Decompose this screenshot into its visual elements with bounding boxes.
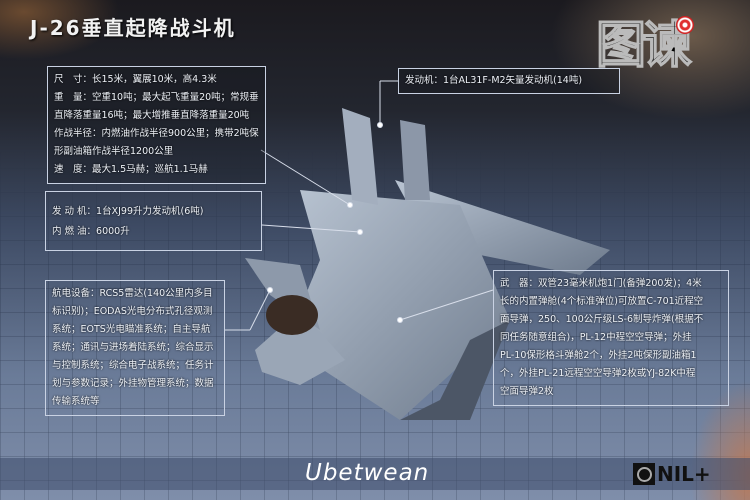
weapons-line: 武 器：双管23毫米机炮1门(备弹200发)；4米 <box>500 278 702 289</box>
avionics-line: 系统；通讯与进场着陆系统；综合显示 <box>52 342 214 353</box>
avionics-line: 航电设备：RCS5雷达(140公里内多目 <box>52 288 213 299</box>
specs-box: 尺 寸：长15米，翼展10米，高4.3米 重 量：空重10吨；最大起飞重量20吨… <box>47 66 266 184</box>
background-glow <box>0 0 120 60</box>
weapons-line: 个，外挂PL-21远程空空导弹2枚或YJ-82K中程 <box>500 368 696 379</box>
avionics-line: 划与参数记录；外挂物管理系统；数据 <box>52 378 214 389</box>
connector-lines <box>225 80 494 331</box>
weapons-line: 空面导弹2枚 <box>500 386 554 397</box>
spec-line: 速 度：最大1.5马赫；巡航1.1马赫 <box>54 164 208 175</box>
lift-engine-line: 发 动 机：1台XJ99升力发动机(6吨) <box>52 206 204 217</box>
weapons-line: 面导弹，250、100公斤级LS-6制导炸弹(根据不 <box>500 314 704 325</box>
avionics-line: 传输系统等 <box>52 396 100 407</box>
spec-line: 形副油箱作战半径1200公里 <box>54 146 174 157</box>
avionics-line: 与控制系统；综合电子战系统；任务计 <box>52 360 214 371</box>
corner-logo: NIL+ <box>633 462 711 486</box>
avionics-line: 系统；EOTS光电瞄准系统；自主导航 <box>52 324 211 335</box>
target-icon <box>676 16 694 34</box>
avionics-line: 标识别)；EODAS光电分布式孔径观测 <box>52 306 213 317</box>
footer-bar <box>0 458 750 490</box>
spec-line: 直降落重量16吨；最大增推垂直降落重量20吨 <box>54 110 250 121</box>
background-glow <box>550 0 750 120</box>
fuel-line: 内 燃 油：6000升 <box>52 226 130 237</box>
circle-icon <box>633 463 655 485</box>
spec-line: 重 量：空重10吨；最大起飞重量20吨；常规垂 <box>54 92 259 103</box>
main-engine-box: 发动机：1台AL31F-M2矢量发动机(14吨) <box>398 68 620 94</box>
weapons-box: 武 器：双管23毫米机炮1门(备弹200发)；4米 长的内置弹舱(4个标准弹位)… <box>493 270 729 406</box>
weapons-line: PL-10保形格斗弹舱2个，外挂2吨保形副油箱1 <box>500 350 697 361</box>
brand-logo: Ubetwean <box>305 460 430 486</box>
site-logo: 图谏 <box>595 12 726 78</box>
page-title: J-26垂直起降战斗机 <box>30 16 236 40</box>
jet-fighter <box>245 108 610 420</box>
weapons-line: 同任务随意组合)，PL-12中程空空导弹；外挂 <box>500 332 692 343</box>
lift-engine-box: 发 动 机：1台XJ99升力发动机(6吨) 内 燃 油：6000升 <box>45 191 262 251</box>
spec-line: 作战半径：内燃油作战半径900公里；携带2吨保 <box>54 128 259 139</box>
spec-line: 尺 寸：长15米，翼展10米，高4.3米 <box>54 74 217 85</box>
corner-logo-text: NIL+ <box>657 462 711 486</box>
main-engine-text: 发动机：1台AL31F-M2矢量发动机(14吨) <box>405 75 583 86</box>
weapons-line: 长的内置弹舱(4个标准弹位)可放置C-701近程空 <box>500 296 704 307</box>
avionics-box: 航电设备：RCS5雷达(140公里内多目 标识别)；EODAS光电分布式孔径观测… <box>45 280 225 416</box>
